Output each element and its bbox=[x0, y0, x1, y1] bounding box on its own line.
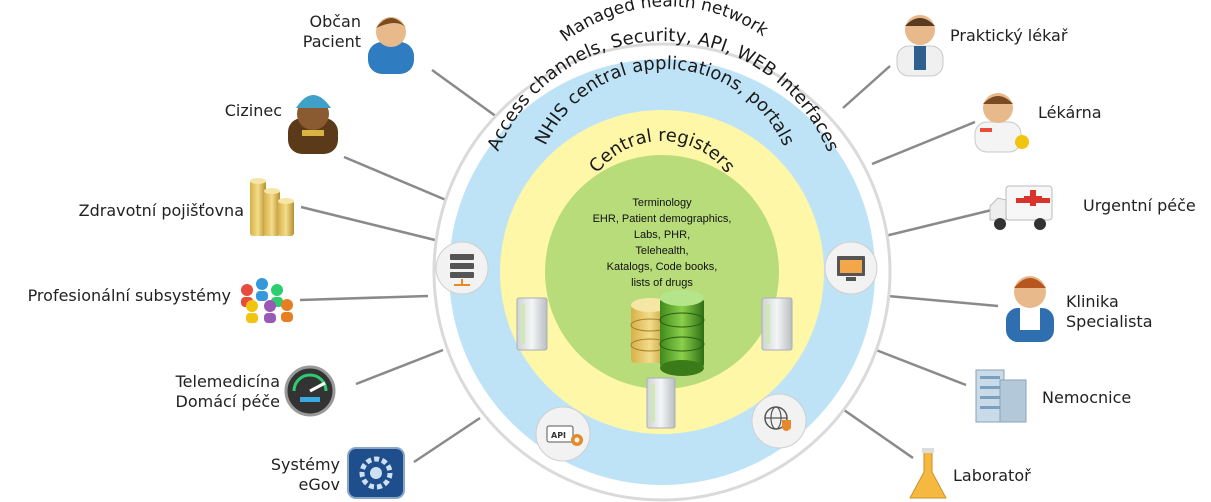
node-label-line: Cizinec bbox=[224, 101, 282, 120]
node-label-line: Zdravotní pojišťovna bbox=[78, 201, 244, 220]
register-item: Katalogs, Code books, bbox=[607, 261, 718, 273]
node-label-line: Lékárna bbox=[1038, 103, 1102, 122]
core-circle bbox=[545, 155, 779, 389]
node-label-line: Laboratoř bbox=[953, 466, 1031, 485]
connector-nemocnice bbox=[875, 348, 967, 387]
connector-cizinec bbox=[343, 155, 447, 202]
node-obcan-label: Občan Pacient bbox=[276, 12, 361, 52]
node-label-line: Pacient bbox=[302, 32, 361, 51]
connector-lekarna bbox=[871, 120, 976, 166]
node-lekar-label: Praktický lékař bbox=[950, 26, 1120, 46]
register-item: Telehealth, bbox=[635, 245, 688, 257]
node-label-line: eGov bbox=[298, 475, 341, 494]
node-nemocnice-label: Nemocnice bbox=[1042, 388, 1172, 408]
node-label-line: Klinika bbox=[1066, 292, 1119, 311]
hospital-icon bbox=[975, 369, 1027, 423]
gauge-icon bbox=[284, 365, 336, 417]
database-stack-icon bbox=[630, 290, 705, 376]
node-label-line: Občan bbox=[309, 12, 362, 31]
register-item: Terminology bbox=[632, 197, 692, 209]
server-icon bbox=[761, 297, 793, 351]
node-urgent-label: Urgentní péče bbox=[1083, 196, 1211, 216]
specialist-icon bbox=[1006, 276, 1054, 342]
connector-telemedicina bbox=[355, 348, 444, 386]
svg-text:API: API bbox=[551, 431, 566, 440]
ambulance-icon bbox=[989, 185, 1053, 230]
server-icon bbox=[516, 297, 548, 351]
node-label-line: Domácí péče bbox=[175, 392, 280, 411]
coins-icon bbox=[250, 178, 294, 236]
node-telemedicina-label: Telemedicína Domácí péče bbox=[130, 372, 280, 412]
register-item: lists of drugs bbox=[631, 277, 693, 289]
connector-klinika bbox=[886, 294, 999, 308]
node-egov-label: Systémy eGov bbox=[230, 455, 340, 495]
node-pojistovna-label: Zdravotní pojišťovna bbox=[20, 201, 244, 221]
connector-pojistovna bbox=[300, 205, 436, 242]
node-subsystemy-label: Profesionální subsystémy bbox=[0, 286, 231, 306]
register-list: Terminology EHR, Patient demographics, L… bbox=[593, 197, 732, 289]
node-label-line: Profesionální subsystémy bbox=[27, 286, 231, 305]
connectors bbox=[299, 65, 1001, 464]
person-icon bbox=[368, 17, 414, 74]
monitor-window-icon bbox=[824, 241, 878, 295]
node-label-line: Urgentní péče bbox=[1083, 196, 1196, 215]
connector-urgent bbox=[884, 206, 1001, 238]
gear-screen-icon bbox=[347, 447, 405, 499]
node-lekarna-label: Lékárna bbox=[1038, 103, 1148, 123]
connector-lekar bbox=[842, 65, 891, 109]
node-label-line: Systémy bbox=[270, 455, 340, 474]
flask-icon bbox=[909, 448, 947, 499]
server-icon bbox=[646, 377, 676, 429]
node-label-line: Telemedicína bbox=[175, 372, 280, 391]
node-cizinec-label: Cizinec bbox=[180, 101, 282, 121]
connector-egov bbox=[413, 416, 481, 464]
pharmacist-icon bbox=[974, 93, 1029, 153]
node-label-line: Nemocnice bbox=[1042, 388, 1132, 407]
node-klinika-label: Klinika Specialista bbox=[1066, 292, 1206, 332]
register-item: Labs, PHR, bbox=[634, 229, 690, 241]
doctor-icon bbox=[896, 15, 944, 77]
connector-subsystemy bbox=[299, 294, 429, 302]
people-network-icon bbox=[241, 278, 293, 323]
register-item: EHR, Patient demographics, bbox=[593, 213, 732, 225]
foreign-woman-icon bbox=[288, 95, 338, 154]
connector-laborator bbox=[843, 408, 914, 460]
globe-shield-icon bbox=[751, 393, 807, 449]
node-laborator-label: Laboratoř bbox=[953, 466, 1083, 486]
node-label-line: Specialista bbox=[1066, 312, 1153, 331]
server-rack-icon bbox=[435, 241, 489, 295]
api-gear-icon: API bbox=[535, 406, 591, 462]
node-label-line: Praktický lékař bbox=[950, 26, 1068, 45]
